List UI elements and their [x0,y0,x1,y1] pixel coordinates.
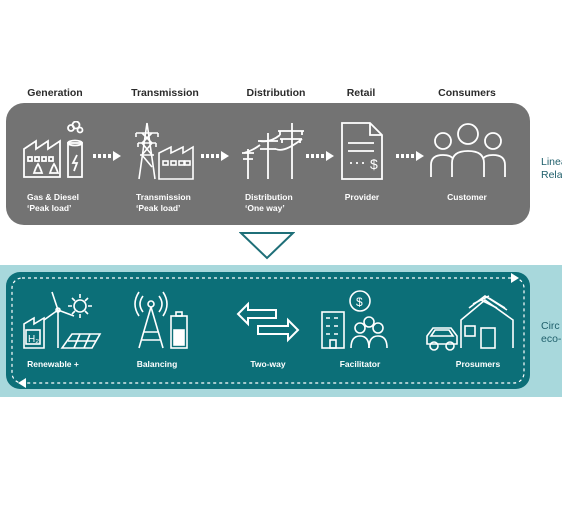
people-icon [429,121,507,181]
caption-gas-diesel: Gas & Diesel ‘Peak load’ [27,192,79,214]
two-way-arrow-icon [236,300,300,346]
dotted-arrow-icon [201,151,231,161]
caption-prosumers: Prosumers [455,359,501,369]
renewables-icon: H₂ [22,290,104,352]
circular-ecosystem-label: Circ eco- [541,320,562,345]
caption-line2: ‘Peak load’ [27,203,72,213]
caption-line2: ‘One way’ [245,203,285,213]
caption-line2: ‘Peak load’ [136,203,181,213]
dotted-arrow-icon [93,151,123,161]
caption-distribution: Distribution ‘One way’ [245,192,293,214]
transmission-tower-icon [133,121,195,181]
circular-dashed-loop [11,273,525,388]
invoice-icon: $ [340,121,384,181]
transition-arrow-icon [239,231,295,261]
utility-pole-icon [240,121,306,181]
solar-house-car-icon [425,294,519,352]
caption-line1: Distribution [245,192,293,202]
svg-text:$: $ [370,156,378,172]
caption-provider: Provider [344,192,380,202]
caption-two-way: Two-way [250,359,286,369]
dotted-arrow-icon [306,151,336,161]
stage-consumers: Consumers [438,87,496,99]
caption-line1: Gas & Diesel [27,192,79,202]
linear-relationship-label: Linea Rela [541,156,562,181]
stage-retail: Retail [346,87,376,99]
caption-transmission: Transmission ‘Peak load’ [136,192,191,214]
caption-balancing: Balancing [136,359,178,369]
stage-transmission: Transmission [131,87,199,99]
svg-text:$: $ [356,295,363,309]
svg-text:H₂: H₂ [28,334,39,345]
building-people-icon: $ [320,288,398,352]
factory-icon [22,121,88,181]
caption-facilitator: Facilitator [339,359,381,369]
caption-renewable: Renewable + [27,359,79,369]
dotted-arrow-icon [396,151,426,161]
caption-line1: Transmission [136,192,191,202]
stage-distribution: Distribution [246,87,306,99]
battery-antenna-icon [133,290,191,352]
stage-generation: Generation [27,87,83,99]
caption-customer: Customer [447,192,487,202]
